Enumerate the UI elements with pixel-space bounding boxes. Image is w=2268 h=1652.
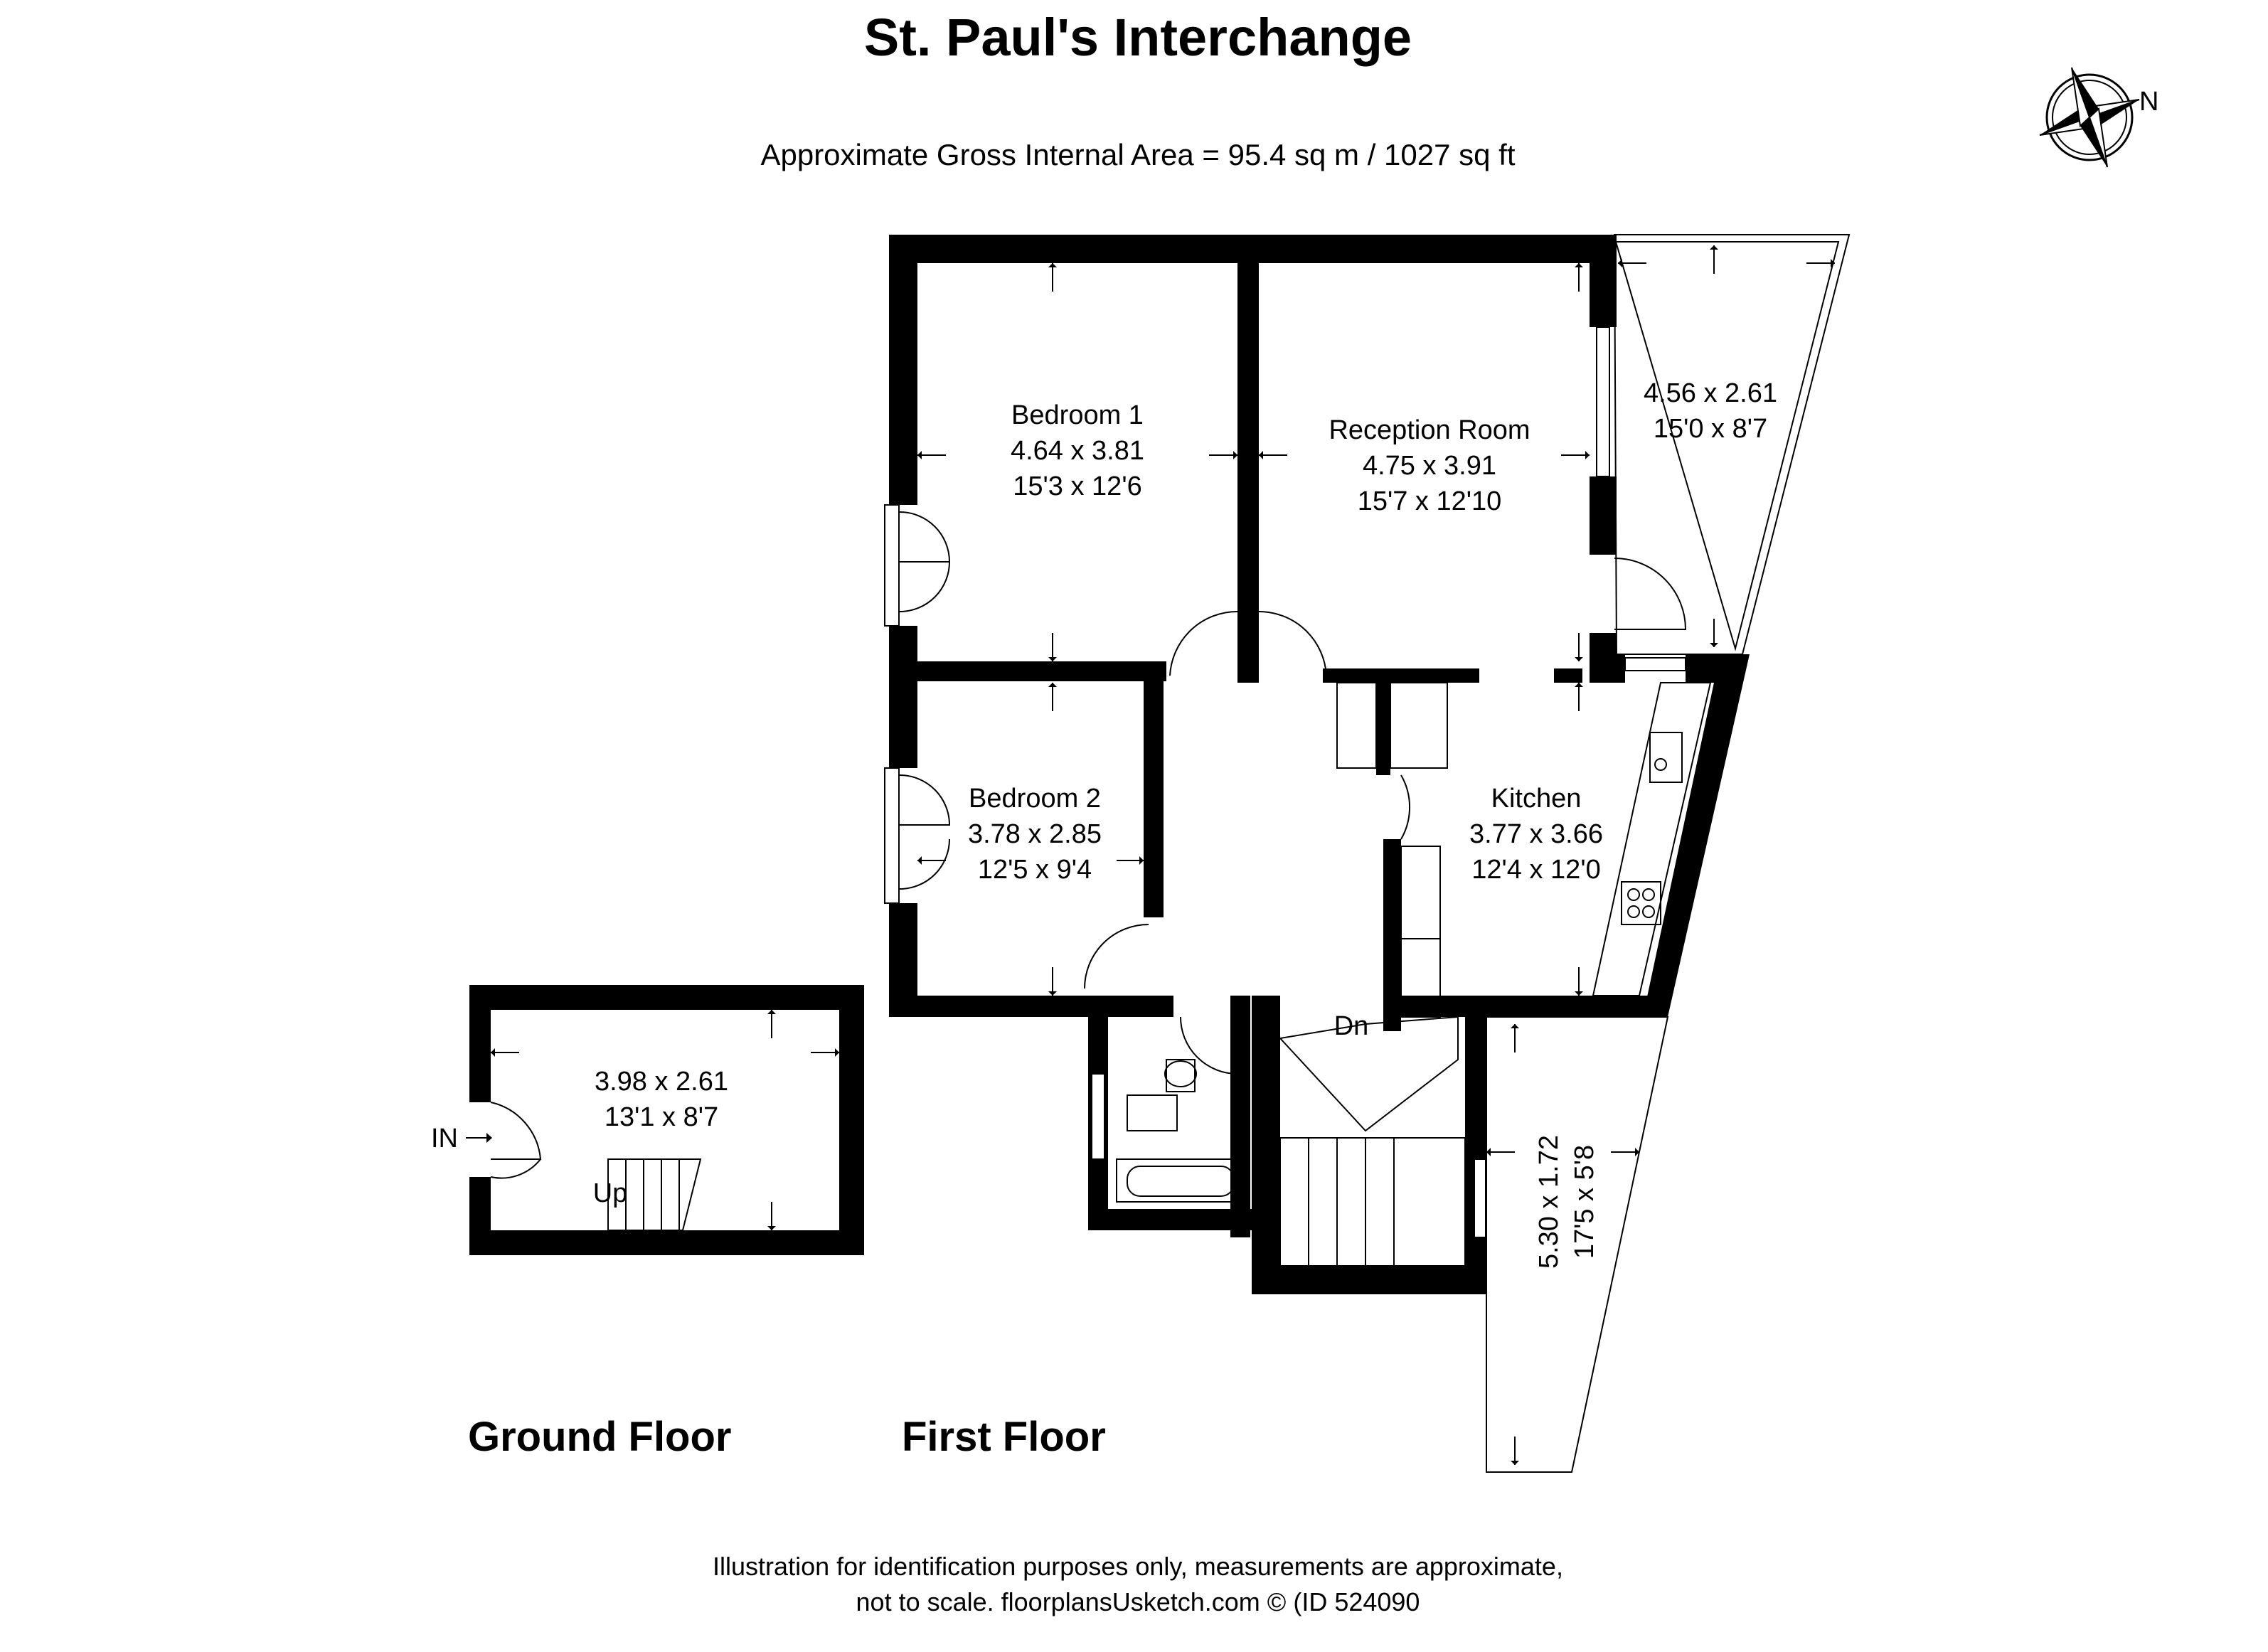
sink-icon <box>1649 732 1683 783</box>
compass-north-label: N <box>2139 87 2158 117</box>
svg-text:4.75 x 3.91: 4.75 x 3.91 <box>1363 451 1496 481</box>
staircase <box>607 1158 702 1231</box>
window <box>884 504 900 627</box>
wall <box>1590 235 1617 327</box>
stairs-down-label: Dn <box>1334 1011 1369 1041</box>
svg-text:15'7 x 12'10: 15'7 x 12'10 <box>1358 486 1502 516</box>
balcony-outline <box>1486 1016 1669 1473</box>
wall <box>469 1177 491 1255</box>
wall <box>1252 996 1280 1294</box>
svg-text:17'5 x 5'8: 17'5 x 5'8 <box>1570 1145 1599 1259</box>
toilet-icon <box>1166 1059 1196 1092</box>
room-label-reception: Reception Room 4.75 x 3.91 15'7 x 12'10 <box>1329 415 1530 516</box>
svg-text:4.64 x 3.81: 4.64 x 3.81 <box>1011 436 1144 466</box>
wall <box>1554 668 1582 683</box>
svg-text:Bedroom 2: Bedroom 2 <box>969 784 1101 814</box>
wall <box>839 985 864 1255</box>
bath-icon <box>1116 1158 1242 1203</box>
stairs-up-label: Up <box>593 1178 628 1208</box>
window <box>1624 657 1686 671</box>
room-label-balcony-top: 4.56 x 2.61 15'0 x 8'7 <box>1644 378 1777 444</box>
window <box>1596 326 1610 477</box>
room-label-kitchen: Kitchen 3.77 x 3.66 12'4 x 12'0 <box>1469 784 1603 885</box>
entrance-label: IN <box>431 1124 458 1153</box>
compass-rose-icon <box>2039 67 2140 168</box>
wall <box>889 661 917 768</box>
wall <box>1252 1266 1486 1294</box>
ground-floor-plan: IN Up 3.98 x 2.61 13'1 x 8'7 <box>431 985 864 1255</box>
wall <box>1383 996 1668 1017</box>
svg-text:3.78 x 2.85: 3.78 x 2.85 <box>968 819 1102 849</box>
window <box>1474 1158 1486 1238</box>
wall <box>1144 661 1164 917</box>
ground-floor-title: Ground Floor <box>468 1414 732 1460</box>
room-label-bedroom-2: Bedroom 2 3.78 x 2.85 12'5 x 9'4 <box>968 784 1102 885</box>
entrance-door <box>490 1102 542 1160</box>
disclaimer-line-1: Illustration for identification purposes… <box>713 1552 1563 1581</box>
hob-icon <box>1621 881 1661 925</box>
svg-text:4.56 x 2.61: 4.56 x 2.61 <box>1644 378 1777 408</box>
svg-text:3.98 x 2.61: 3.98 x 2.61 <box>595 1067 728 1097</box>
wall <box>889 661 1166 681</box>
wall <box>1643 654 1750 1017</box>
first-floor-title: First Floor <box>902 1414 1106 1460</box>
svg-text:Reception Room: Reception Room <box>1329 415 1530 445</box>
wall <box>1237 235 1259 683</box>
room-label-ground: 3.98 x 2.61 13'1 x 8'7 <box>595 1067 728 1132</box>
svg-text:3.77 x 3.66: 3.77 x 3.66 <box>1469 819 1603 849</box>
wall <box>1590 476 1617 555</box>
window <box>884 767 900 904</box>
wall <box>1465 996 1486 1294</box>
svg-text:Kitchen: Kitchen <box>1491 784 1582 814</box>
disclaimer-line-2: not to scale. floorplansUsketch.com © (I… <box>856 1587 1420 1616</box>
svg-text:Bedroom 1: Bedroom 1 <box>1011 400 1144 430</box>
svg-text:12'4 x 12'0: 12'4 x 12'0 <box>1471 855 1600 885</box>
wall <box>469 985 864 1010</box>
basin-icon <box>1127 1094 1178 1131</box>
balcony-outline <box>1613 234 1851 655</box>
window <box>1091 1073 1105 1160</box>
first-floor-plan: Bedroom 1 4.64 x 3.81 15'3 x 12'6 Recept… <box>884 234 1851 1473</box>
page-title: St. Paul's Interchange <box>864 8 1412 67</box>
svg-text:12'5 x 9'4: 12'5 x 9'4 <box>978 855 1092 885</box>
wall <box>1088 996 1159 1010</box>
svg-text:15'0 x 8'7: 15'0 x 8'7 <box>1654 414 1767 444</box>
dimension-arrows <box>917 245 1835 1465</box>
wall <box>1590 654 1625 683</box>
svg-text:5.30 x 1.72: 5.30 x 1.72 <box>1534 1135 1564 1269</box>
area-summary: Approximate Gross Internal Area = 95.4 s… <box>760 138 1515 171</box>
wall <box>889 235 917 505</box>
wall <box>469 1230 864 1255</box>
wall <box>1323 668 1479 683</box>
svg-text:13'1 x 8'7: 13'1 x 8'7 <box>605 1102 718 1132</box>
wall <box>469 985 491 1102</box>
wall <box>1088 1209 1280 1230</box>
wall <box>1376 668 1390 775</box>
room-label-bedroom-1: Bedroom 1 4.64 x 3.81 15'3 x 12'6 <box>1011 400 1144 501</box>
svg-text:15'3 x 12'6: 15'3 x 12'6 <box>1013 471 1141 501</box>
room-label-balcony-side: 5.30 x 1.72 17'5 x 5'8 <box>1534 1135 1599 1269</box>
